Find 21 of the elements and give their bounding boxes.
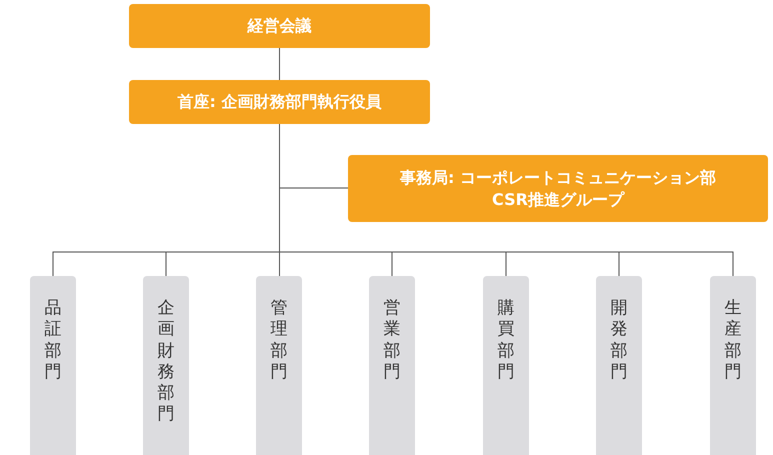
department-box [483,276,529,455]
org-box [129,80,430,124]
box-label: 購買部門 [498,298,514,383]
department-box [596,276,642,455]
box-label: 経営会議 [248,15,312,37]
box-label: 首座: 企画財務部門執行役員 [178,91,382,113]
org-box [129,4,430,48]
department-box [256,276,302,455]
department-box [143,276,189,455]
department-box [710,276,756,455]
box-label: 企画財務部門 [158,298,174,426]
box-label: 事務局: コーポレートコミュニケーション部 CSR推進グループ [399,166,717,210]
box-label: 開発部門 [610,298,628,383]
department-box [30,276,76,455]
box-label: 営業部門 [384,298,400,383]
box-label: 管理部門 [270,298,288,383]
department-box [369,276,415,455]
connector-line [279,48,280,80]
box-label: 生産部門 [724,298,742,383]
org-box [348,155,768,222]
box-label: 品証部門 [44,298,62,383]
